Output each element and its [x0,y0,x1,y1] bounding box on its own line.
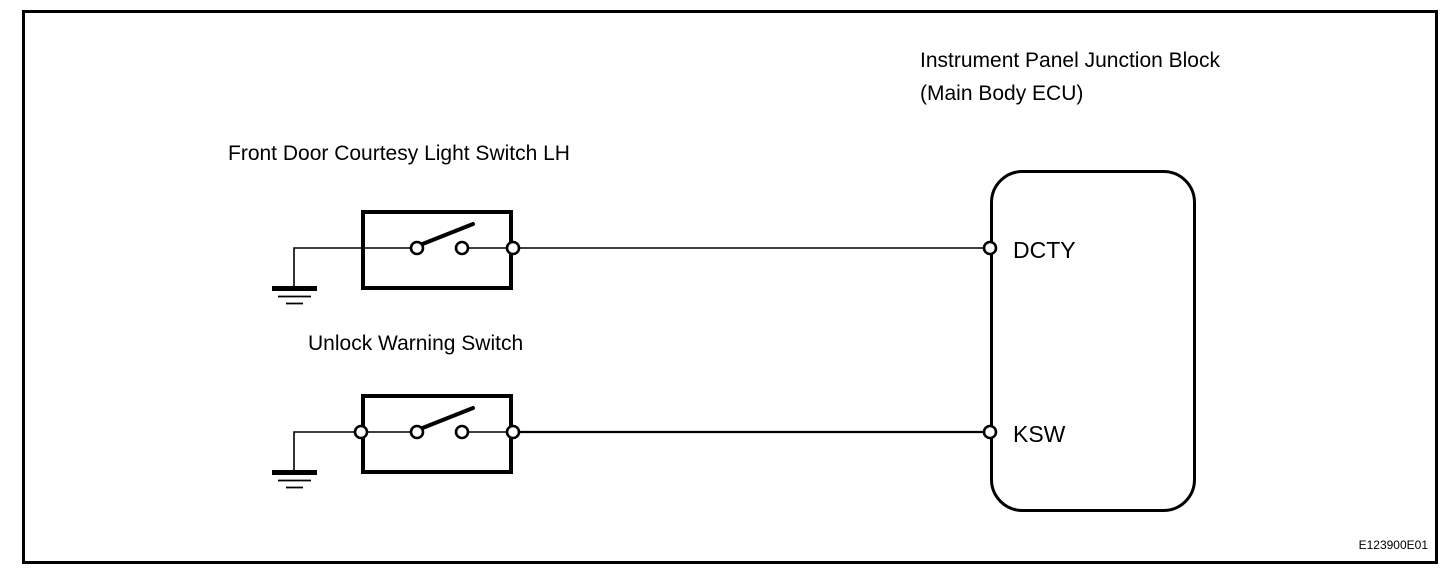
ecu-title-line1: Instrument Panel Junction Block [920,49,1220,72]
ecu-terminal-ksw [982,424,998,440]
ecu-title-line2: (Main Body ECU) [920,82,1083,105]
switch1-contact-right [454,240,470,256]
terminal-label-dcty: DCTY [1013,237,1076,263]
ecu-terminal-dcty [982,240,998,256]
switch2-label: Unlock Warning Switch [308,332,523,355]
switch2-input-terminal [353,424,369,440]
ecu-block [990,170,1196,512]
diagram-frame [22,10,1438,564]
switch2-contact-right [454,424,470,440]
switch2-ground-wire [293,431,355,472]
switch1-output-terminal [505,240,521,256]
terminal-label-ksw: KSW [1013,421,1066,447]
switch1-ground-wire [293,247,361,288]
switch2-lever [418,406,475,431]
switch1-label: Front Door Courtesy Light Switch LH [228,142,570,165]
switch2-output-terminal [505,424,521,440]
switch1-contact-left [409,240,425,256]
switch2-enclosure [361,394,513,474]
switch2-contact-left [409,424,425,440]
switch1-enclosure [361,210,513,290]
reference-code: E123900E01 [1359,538,1429,552]
switch1-lever [418,222,475,247]
